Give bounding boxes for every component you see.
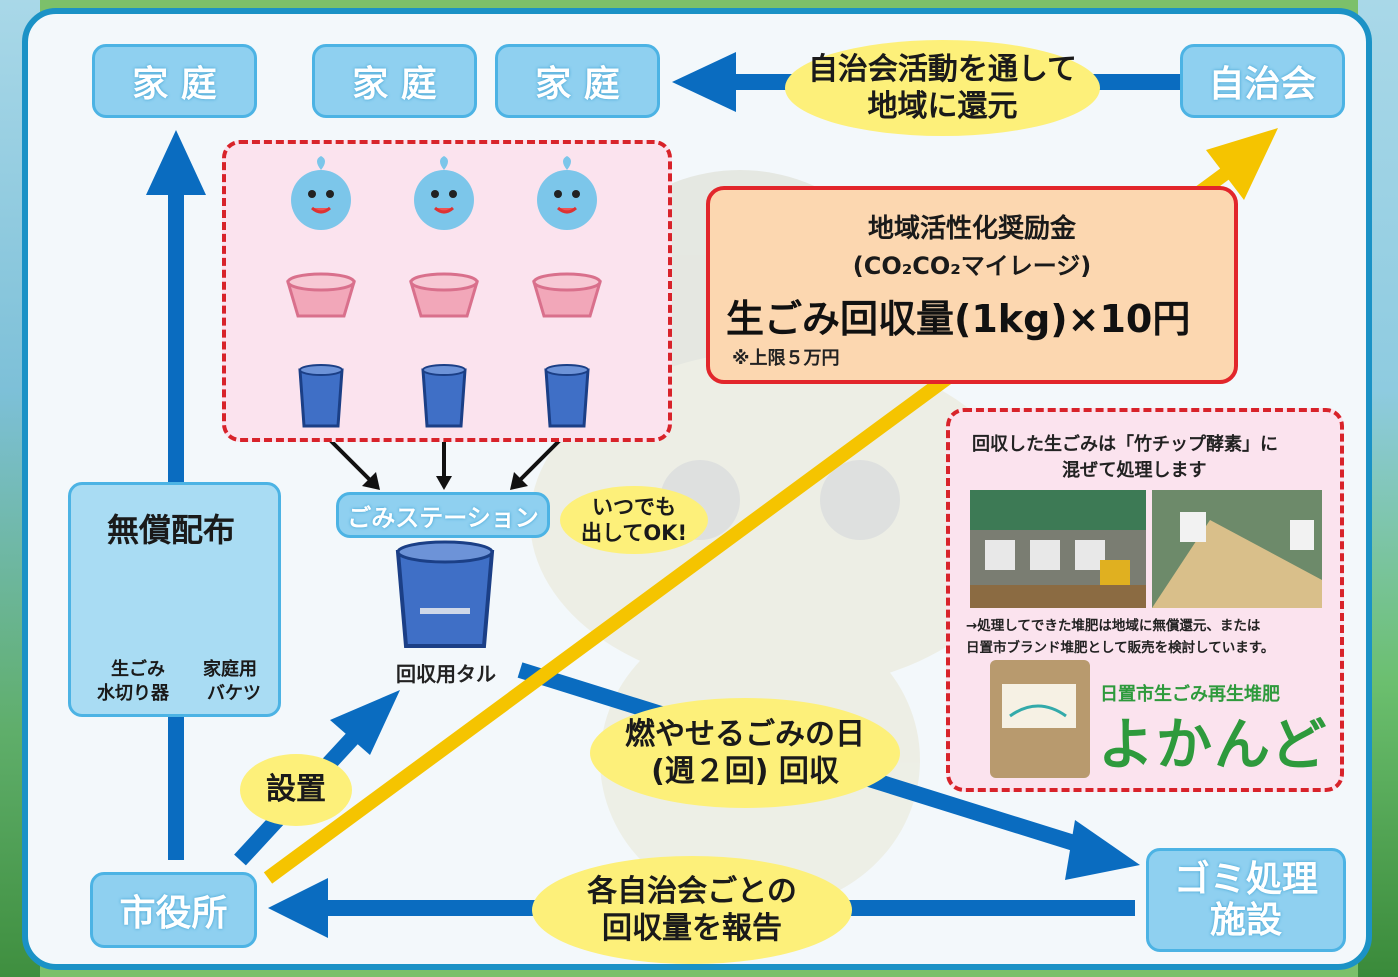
free-dist-title: 無償配布: [107, 511, 236, 549]
city-hall-box: 市役所: [90, 872, 257, 948]
incentive-box: 地域活性化奨励金 (CO₂CO₂マイレージ) 生ごみ回収量(1kg)×10円 ※…: [706, 186, 1238, 384]
report-amount-label: 各自治会ごとの 回収量を報告: [532, 856, 852, 964]
gomi-station-box: ごみステーション: [336, 492, 550, 538]
return-to-community-label: 自治会活動を通して 地域に還元: [785, 40, 1100, 136]
compost-heading-line1: 回収した生ごみは「竹チップ酵素」に: [972, 434, 1278, 455]
compost-desc-line1: →処理してできた堆肥は地域に無償還元、または: [966, 618, 1261, 634]
bucket-icon: [298, 364, 344, 428]
colander-icon: [285, 272, 357, 318]
facility-photo: [970, 490, 1146, 608]
incentive-subtitle: (CO₂CO₂マイレージ): [852, 252, 1092, 280]
home-box-2: 家 庭: [312, 44, 477, 118]
home-box-1: 家 庭: [92, 44, 257, 118]
waste-facility-label-1: ゴミ処理: [1173, 858, 1318, 900]
home-label: 家 庭: [535, 64, 620, 105]
free-dist-item1-line2: 水切り器: [97, 683, 169, 704]
jichikai-label: 自治会: [1208, 64, 1317, 105]
free-dist-item1-line1: 生ごみ: [111, 659, 165, 680]
compost-bag-image: [990, 660, 1090, 778]
collection-bucket-label: 回収用タル: [396, 662, 496, 686]
free-distribution-box: 無償配布 生ごみ 水切り器 家庭用 バケツ: [68, 482, 281, 717]
incentive-formula: 生ごみ回収量(1kg)×10円: [726, 297, 1191, 341]
mascot-icon: [414, 156, 474, 230]
anytime-ok-label: いつでも 出してOK!: [560, 486, 708, 554]
incentive-note: ※上限５万円: [732, 348, 840, 369]
free-dist-item2-line1: 家庭用: [203, 659, 257, 680]
setchi-label: 設置: [240, 754, 352, 826]
waste-facility-box: ゴミ処理 施設: [1146, 848, 1346, 952]
gomi-station-label: ごみステーション: [347, 503, 539, 532]
incentive-title: 地域活性化奨励金: [867, 214, 1076, 244]
colander-icon: [408, 272, 480, 318]
bucket-icon: [544, 364, 590, 428]
bucket-icon: [421, 364, 467, 428]
compost-desc-line2: 日置市ブランド堆肥として販売を検討しています。: [966, 640, 1275, 656]
compost-heading-line2: 混ぜて処理します: [1062, 460, 1207, 481]
compost-pile-photo: [1152, 490, 1322, 608]
mascot-icon: [291, 156, 351, 230]
compost-brand-sub: 日置市生ごみ再生堆肥: [1100, 684, 1280, 705]
mascot-icon: [537, 156, 597, 230]
home-label: 家 庭: [132, 64, 217, 105]
home-box-3: 家 庭: [495, 44, 660, 118]
collection-bucket-icon: [395, 540, 495, 648]
jichikai-box: 自治会: [1180, 44, 1345, 118]
waste-facility-label-2: 施設: [1209, 900, 1282, 941]
colander-icon: [531, 272, 603, 318]
city-hall-label: 市役所: [119, 893, 228, 934]
free-dist-item2-line2: バケツ: [207, 683, 261, 704]
compost-brand-name: よかんど: [1098, 713, 1329, 778]
home-label: 家 庭: [352, 64, 437, 105]
burnable-collection-label: 燃やせるごみの日 (週２回) 回収: [590, 698, 900, 808]
